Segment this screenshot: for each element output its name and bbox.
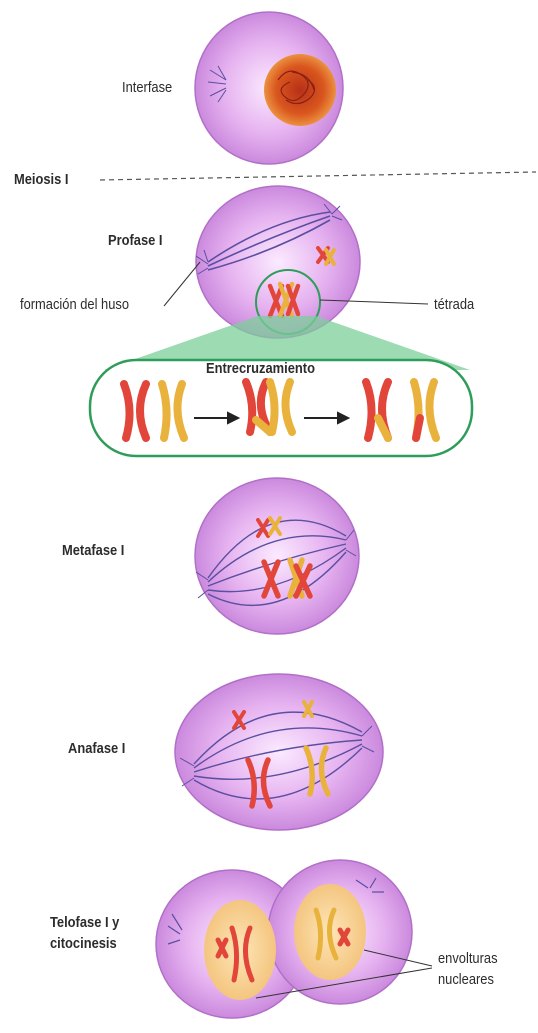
meiosis-divider-line	[100, 172, 536, 180]
metafase-cell	[195, 478, 359, 634]
telofase-cells	[156, 860, 412, 1018]
nucleus-left	[204, 900, 276, 1000]
anafase-cell	[175, 674, 383, 830]
label-telofase: Telofase I y citocinesis	[50, 912, 119, 954]
huso-pointer-line	[164, 262, 200, 306]
label-anafase: Anafase I	[68, 740, 125, 757]
label-entrecruzamiento: Entrecruzamiento	[206, 360, 315, 377]
label-interfase: Interfase	[122, 79, 172, 96]
label-envolturas: envolturas nucleares	[438, 948, 498, 990]
label-metafase: Metafase I	[62, 542, 124, 559]
interfase-cell	[195, 12, 343, 164]
profase-cell	[196, 186, 360, 338]
label-huso: formación del huso	[20, 296, 129, 313]
label-tetrada: tétrada	[434, 296, 474, 313]
label-profase: Profase I	[108, 232, 163, 249]
interfase-nucleus	[264, 54, 336, 126]
label-meiosis: Meiosis I	[14, 171, 68, 188]
